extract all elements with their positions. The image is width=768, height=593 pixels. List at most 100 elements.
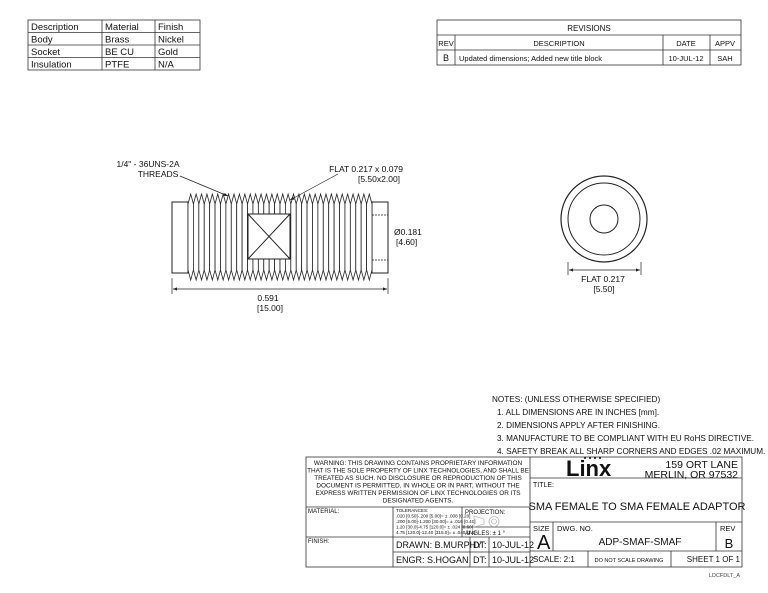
drawn-date-label: DT: — [473, 540, 487, 550]
thread-ridge — [203, 192, 211, 282]
thread-ridge — [198, 192, 205, 282]
revision-approver: SAH — [717, 54, 732, 63]
materials-cell: Socket — [31, 47, 60, 58]
thread-ridge — [322, 192, 330, 282]
thread-label: 1/4" - 36UNS-2A — [116, 159, 179, 169]
company-address-street: 159 ORT LANE — [665, 459, 738, 471]
tolerance-line: 1.20 [30.0]-4.75 [120.0]= ± .024 [0.60] — [396, 525, 473, 530]
rev-value: B — [725, 536, 734, 551]
notes-title: NOTES: (UNLESS OTHERWISE SPECIFIED) — [492, 395, 660, 404]
length-label: 0.591 — [257, 293, 279, 303]
revisions-header-date: DATE — [676, 39, 695, 48]
warning-text: EXPRESS WRITTEN PERMISSION OF LINX TECHN… — [315, 490, 520, 497]
logo-wordmark: Linx — [566, 456, 612, 481]
scale-label: SCALE: 2:1 — [533, 555, 575, 564]
materials-cell: N/A — [158, 60, 175, 71]
rev-label: REV — [720, 524, 735, 533]
end-flat-label: FLAT 0.217 — [581, 274, 625, 284]
revision-date: 10-JUL-12 — [668, 54, 703, 63]
warning-text: DESIGNATED AGENTS. — [383, 498, 454, 505]
thread-ridge — [290, 192, 297, 282]
drawn-by: DRAWN: B.MURPHY — [396, 540, 482, 550]
thread-ridge — [317, 192, 324, 282]
drawn-date: 10-JUL-12 — [492, 540, 534, 550]
revisions-header-rev: REV — [438, 39, 453, 48]
revisions-header-description: DESCRIPTION — [533, 39, 584, 48]
diameter-label-metric: [4.60] — [396, 237, 417, 247]
dwg-no-value: ADP-SMAF-SMAF — [599, 537, 682, 548]
thread-ridge — [360, 192, 367, 282]
material-label: MATERIAL: — [308, 509, 340, 515]
end-flat-label-metric: [5.50] — [593, 284, 614, 294]
thread-ridge — [241, 192, 248, 282]
note-item: 4. SAFETY BREAK ALL SHARP CORNERS AND ED… — [497, 447, 765, 456]
projection-symbol-icon — [473, 515, 500, 528]
do-not-scale-note: DO NOT SCALE DRAWING — [595, 558, 664, 564]
warning-text: WARNING: THIS DRAWING CONTAINS PROPRIETA… — [314, 460, 523, 467]
title-block — [305, 456, 743, 568]
thread-ridge — [339, 192, 346, 282]
tolerances-title: TOLERANCES: — [396, 508, 428, 513]
thread-ridge — [230, 192, 238, 282]
note-item: 1. ALL DIMENSIONS ARE IN INCHES [mm]. — [497, 408, 659, 417]
title-label: TITLE: — [533, 482, 554, 489]
materials-cell: PTFE — [105, 60, 129, 71]
thread-ridge — [220, 192, 227, 282]
materials-table — [27, 19, 201, 71]
adapter-end-view — [560, 175, 648, 263]
materials-cell: Body — [31, 35, 53, 46]
materials-cell: BE CU — [105, 47, 134, 58]
warning-text: TREATED AS SUCH. NO DISCLOSURE OR REPROD… — [314, 475, 521, 482]
revisions-table — [436, 19, 742, 66]
dwg-no-label: DWG. NO. — [557, 524, 593, 533]
thread-ridge — [301, 192, 308, 282]
side-view-dimensions — [171, 173, 389, 294]
finish-label: FINISH: — [308, 539, 330, 545]
size-value: A — [537, 532, 551, 554]
length-label-metric: [15.00] — [257, 303, 283, 313]
thread-ridge — [366, 192, 373, 282]
thread-ridge — [209, 192, 216, 282]
thread-ridge — [328, 192, 335, 282]
adapter-side-view — [171, 192, 389, 282]
materials-header-material: Material — [105, 22, 139, 33]
company-address-city: MERLIN, OR 97532 — [645, 469, 739, 481]
thread-ridge — [349, 192, 357, 282]
tolerance-line: .200 [5.00]-1.200 [30.00]= ± .016 [0.40] — [396, 519, 476, 524]
thread-ridge — [295, 192, 303, 282]
thread-ridge — [306, 192, 313, 282]
thread-ridge — [236, 192, 243, 282]
linx-logo: Linx — [566, 456, 612, 481]
warning-text: THAT IS THE SOLE PROPERTY OF LINX TECHNO… — [307, 468, 529, 475]
note-item: 2. DIMENSIONS APPLY AFTER FINISHING. — [497, 421, 660, 430]
engr-date-label: DT: — [473, 555, 487, 565]
thread-ridge — [355, 192, 362, 282]
angles-label: ANGLES: ± 1 ° — [465, 531, 506, 537]
thread-label-line2: THREADS — [138, 169, 179, 179]
engr-date: 10-JUL-12 — [492, 555, 534, 565]
end-view-dimensions — [567, 262, 642, 275]
revisions-header-appv: APPV — [715, 39, 735, 48]
form-code: LDCFDLT_A — [709, 573, 740, 579]
thread-ridge — [214, 192, 221, 282]
engineer: ENGR: S.HOGAN — [396, 555, 469, 565]
warning-text: DOCUMENT IS PERMITTED, IN WHOLE OR IN PA… — [316, 483, 519, 490]
materials-header-finish: Finish — [158, 22, 183, 33]
flat-label: FLAT 0.217 x 0.079 — [329, 164, 403, 174]
materials-cell: Nickel — [158, 35, 184, 46]
tolerance-line: 4.75 [120.0]-12.40 [315.0]= ± .040 [1.0] — [396, 530, 476, 535]
flat-label-metric: [5.50x2.00] — [358, 174, 400, 184]
diameter-label: Ø0.181 — [394, 227, 422, 237]
thread-ridge — [225, 192, 232, 282]
revision-rev: B — [443, 53, 449, 63]
thread-ridge — [312, 192, 319, 282]
materials-cell: Insulation — [31, 60, 72, 71]
revisions-title: REVISIONS — [567, 24, 611, 33]
tolerance-line: .020 [0.50]-.200 [5.00]= ± .008 [0.20] — [396, 514, 470, 519]
sheet-number: SHEET 1 OF 1 — [687, 555, 741, 564]
thread-ridge — [187, 192, 194, 282]
revision-description: Updated dimensions; Added new title bloc… — [459, 54, 602, 63]
thread-ridge — [193, 192, 200, 282]
note-item: 3. MANUFACTURE TO BE COMPLIANT WITH EU R… — [497, 434, 754, 443]
